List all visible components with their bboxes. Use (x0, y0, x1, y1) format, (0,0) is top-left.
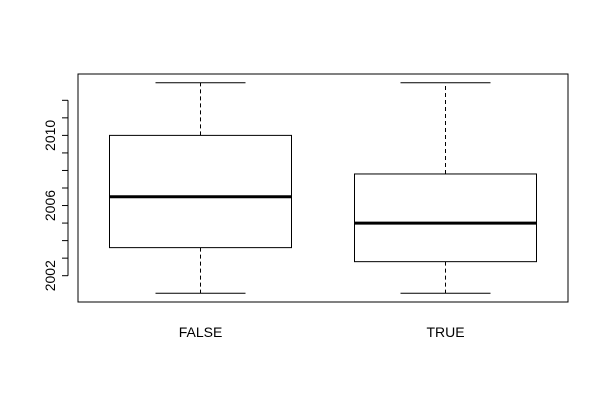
x-axis: FALSE TRUE (179, 324, 465, 340)
plot-frame (77, 73, 569, 303)
y-tick-label: 2010 (42, 120, 58, 151)
box-true (354, 82, 537, 294)
x-tick-label: TRUE (426, 324, 464, 340)
y-tick-label: 2006 (42, 190, 58, 221)
y-axis: 2002 2006 2010 (42, 99, 69, 291)
box-false (109, 82, 292, 294)
box-iqr (354, 173, 537, 263)
box-series (109, 82, 537, 294)
box-iqr (109, 134, 292, 249)
y-tick-label: 2002 (42, 260, 58, 291)
x-tick-label: FALSE (179, 324, 223, 340)
